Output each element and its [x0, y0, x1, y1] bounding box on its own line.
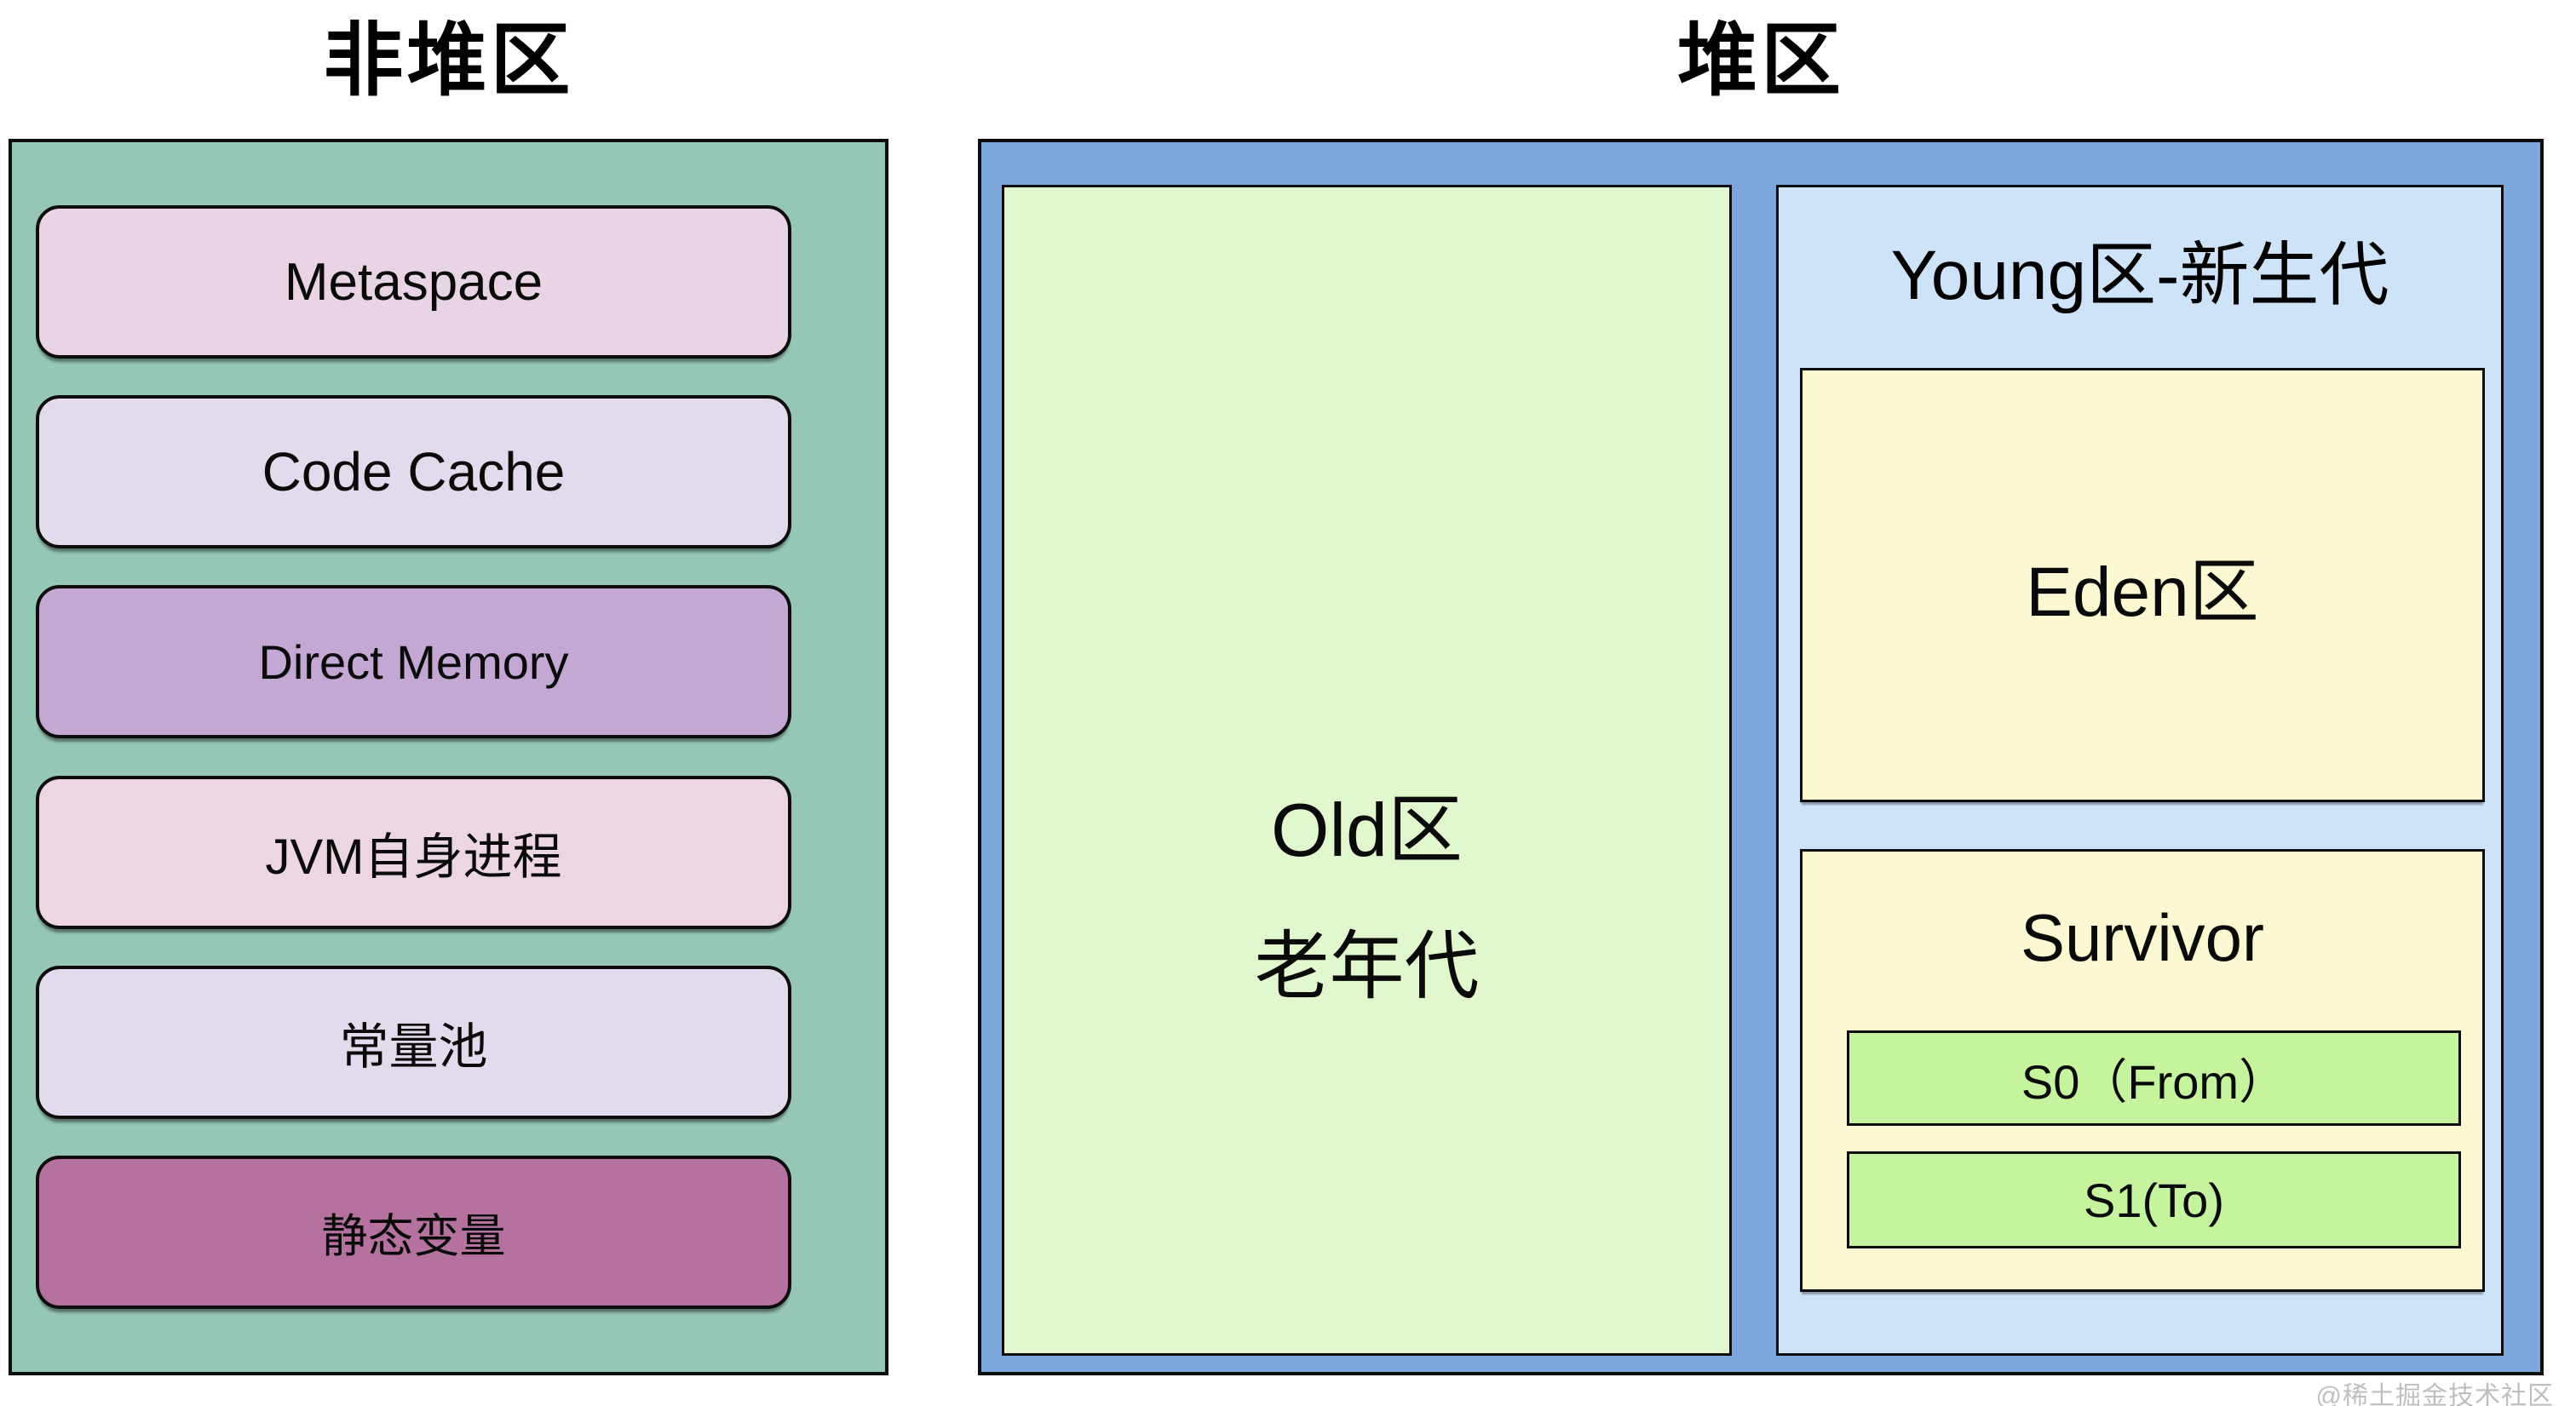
- survivor-s0-box: S0（From）: [1847, 1030, 2461, 1126]
- survivor-s0-label: S0（From）: [2021, 1054, 2287, 1109]
- eden-box: Eden区: [1800, 368, 2485, 802]
- young-generation-title: Young区-新生代: [1890, 237, 2389, 314]
- old-label-line2: 老年代: [1254, 923, 1480, 1008]
- box-direct-memory: Direct Memory: [36, 585, 791, 739]
- non-heap-title: 非堆区: [323, 15, 574, 105]
- box-direct-memory-label: Direct Memory: [258, 634, 569, 689]
- survivor-s1-box: S1(To): [1847, 1151, 2461, 1248]
- box-metaspace-label: Metaspace: [284, 252, 543, 312]
- box-constant-pool: 常量池: [36, 965, 791, 1119]
- survivor-s1-label: S1(To): [2084, 1173, 2224, 1227]
- old-label-line1: Old区: [1271, 787, 1463, 872]
- survivor-label: Survivor: [2020, 900, 2265, 975]
- old-generation-box: Old区 老年代: [1002, 185, 1732, 1356]
- young-generation-box: Young区-新生代 Eden区 Survivor S0（From） S1(To…: [1776, 185, 2504, 1356]
- heap-container: Old区 老年代 Young区-新生代 Eden区 Survivor S0（Fr…: [978, 139, 2544, 1375]
- box-constant-pool-label: 常量池: [339, 1019, 488, 1075]
- juejin-watermark: @稀土掘金技术社区: [2315, 1382, 2554, 1406]
- box-code-cache: Code Cache: [36, 395, 791, 549]
- box-jvm-process-label: JVM自身进程: [265, 829, 562, 885]
- box-static-vars: 静态变量: [36, 1155, 791, 1309]
- non-heap-container: Metaspace Code Cache Direct Memory JVM自身…: [9, 139, 888, 1375]
- eden-label: Eden区: [2026, 553, 2259, 631]
- box-code-cache-label: Code Cache: [262, 441, 566, 503]
- box-static-vars-label: 静态变量: [321, 1211, 506, 1263]
- heap-title: 堆区: [1676, 15, 1844, 105]
- survivor-box: Survivor S0（From） S1(To): [1800, 849, 2485, 1292]
- box-jvm-process: JVM自身进程: [36, 775, 791, 929]
- box-metaspace: Metaspace: [36, 205, 791, 359]
